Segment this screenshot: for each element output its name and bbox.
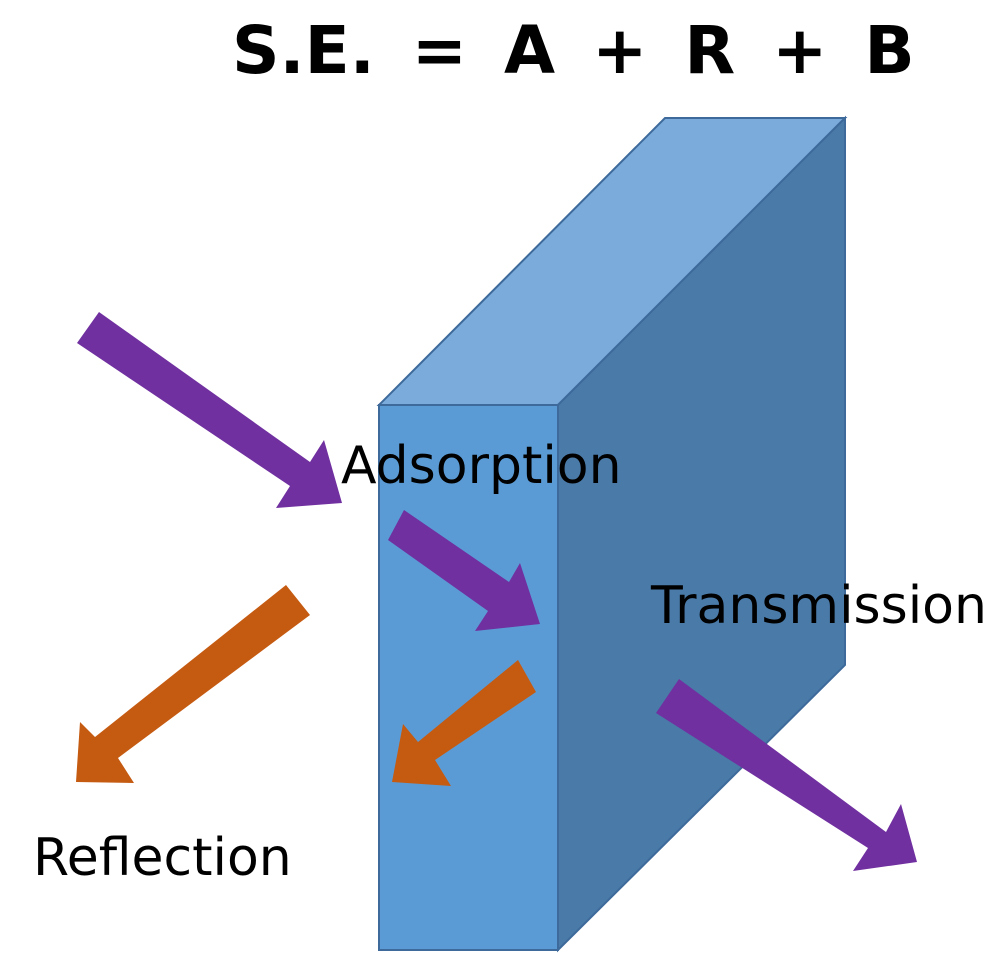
transmission-label: Transmission <box>651 576 984 636</box>
transmission-arrow <box>656 679 917 871</box>
reflection-label: Reflection <box>33 828 292 888</box>
incident-arrow <box>77 312 342 508</box>
shield-block <box>376 115 848 953</box>
shield-front-face <box>378 404 559 951</box>
adsorption-label: Adsorption <box>341 436 622 496</box>
absorption-arrow <box>388 510 540 631</box>
reflection-arrow <box>76 585 310 783</box>
internal-reflection-arrow <box>392 660 536 786</box>
equation-title: S.E. = A + R + B <box>232 12 915 89</box>
